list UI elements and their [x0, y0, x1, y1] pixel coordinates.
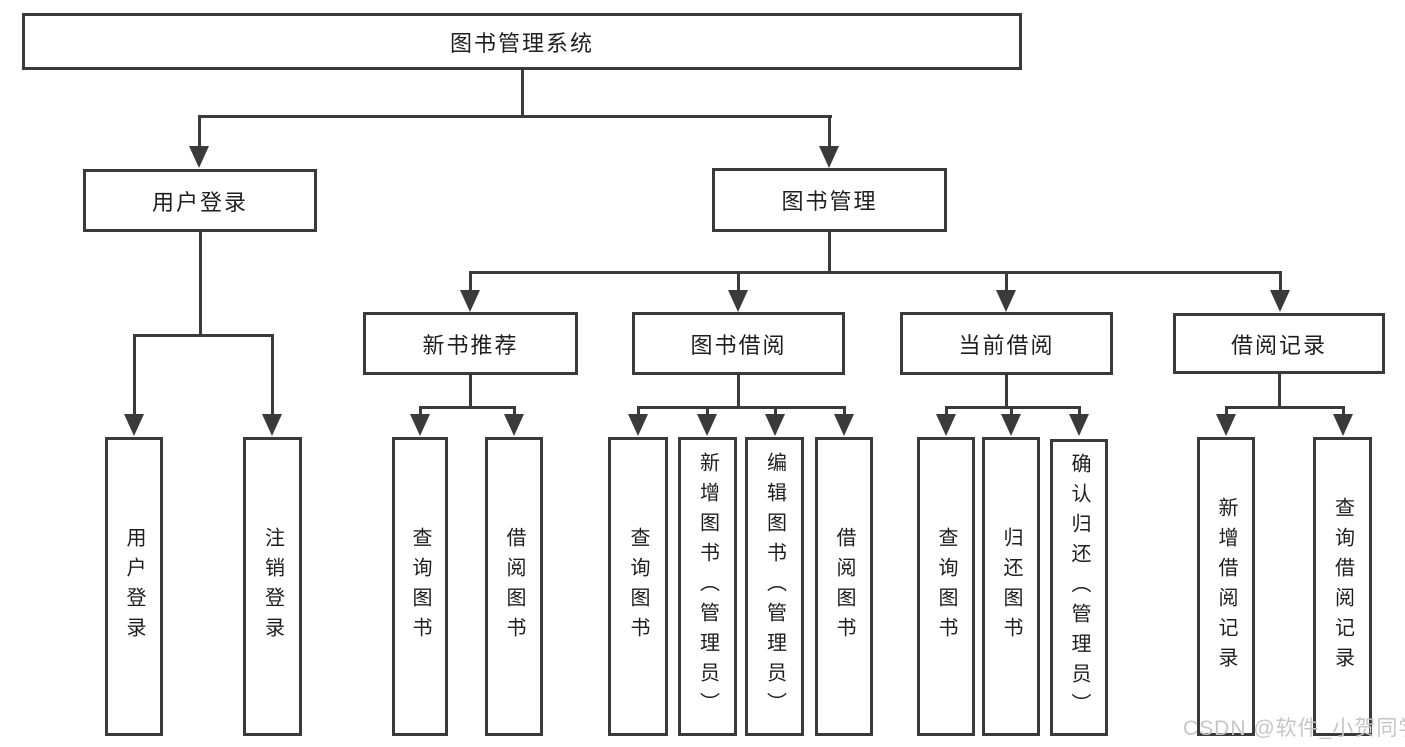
node-book-borrowing-label: 图书借阅 — [690, 332, 787, 358]
arrow-down-icon — [819, 146, 839, 168]
connector-line — [1225, 406, 1228, 418]
node-book-borrowing: 图书借阅 — [632, 312, 845, 375]
connector-line — [199, 232, 202, 337]
node-library-system: 图书管理系统 — [22, 13, 1022, 70]
connector-line — [133, 334, 136, 418]
connector-line — [419, 406, 516, 409]
leaf-query-books-current-label: 查询图书 — [935, 526, 957, 647]
connector-line — [521, 69, 524, 117]
leaf-add-books-admin-label: 新增图书（管理员） — [696, 451, 719, 722]
arrow-down-icon — [262, 414, 282, 436]
node-user-login-label: 用户登录 — [151, 189, 248, 215]
connector-line — [419, 406, 422, 418]
connector-line — [271, 334, 274, 418]
leaf-borrow-books-recommend: 借阅图书 — [485, 437, 543, 736]
connector-line — [1005, 271, 1008, 293]
connector-line — [469, 271, 1281, 274]
arrow-down-icon — [504, 414, 524, 436]
arrow-down-icon — [189, 146, 209, 168]
connector-line — [945, 406, 948, 418]
leaf-confirm-return-admin: 确认归还（管理员） — [1050, 439, 1108, 736]
leaf-return-books-label: 归还图书 — [1000, 526, 1022, 647]
node-library-system-label: 图书管理系统 — [449, 30, 594, 56]
leaf-borrow-books-borrowing-label: 借阅图书 — [833, 526, 855, 647]
connector-line — [1342, 406, 1345, 418]
arrow-down-icon — [1270, 290, 1290, 312]
csdn-watermark: CSDN @软件_小贺同学 — [1183, 717, 1405, 740]
leaf-return-books: 归还图书 — [982, 437, 1040, 736]
node-borrowing-records: 借阅记录 — [1173, 313, 1385, 374]
connector-line — [843, 406, 846, 418]
connector-line — [133, 334, 274, 337]
arrow-down-icon — [1001, 414, 1021, 436]
connector-line — [1225, 406, 1345, 409]
arrow-down-icon — [765, 414, 785, 436]
node-new-book-recommend-label: 新书推荐 — [422, 332, 519, 358]
arrow-down-icon — [834, 414, 854, 436]
leaf-query-books-borrowing-label: 查询图书 — [627, 526, 649, 647]
connector-line — [737, 271, 740, 293]
leaf-user-login: 用户登录 — [105, 437, 163, 736]
leaf-add-borrow-record: 新增借阅记录 — [1197, 437, 1255, 736]
leaf-borrow-books-borrowing: 借阅图书 — [815, 437, 873, 736]
leaf-edit-books-admin: 编辑图书（管理员） — [745, 437, 804, 736]
connector-line — [945, 406, 1081, 409]
leaf-borrow-books-recommend-label: 借阅图书 — [503, 526, 525, 647]
leaf-query-borrow-record-label: 查询借阅记录 — [1331, 496, 1354, 677]
node-borrowing-records-label: 借阅记录 — [1230, 332, 1327, 358]
arrow-down-icon — [124, 414, 144, 436]
connector-line — [198, 115, 201, 147]
connector-line — [469, 375, 472, 409]
leaf-logout: 注销登录 — [243, 437, 302, 736]
node-user-login: 用户登录 — [83, 169, 317, 232]
leaf-query-books-recommend: 查询图书 — [392, 437, 448, 736]
node-current-borrowing-label: 当前借阅 — [958, 332, 1055, 358]
connector-line — [737, 375, 740, 409]
connector-line — [469, 271, 472, 293]
connector-line — [637, 406, 640, 418]
connector-line — [1010, 406, 1013, 418]
connector-line — [774, 406, 777, 418]
leaf-add-books-admin: 新增图书（管理员） — [678, 437, 737, 736]
leaf-query-books-current: 查询图书 — [917, 437, 975, 736]
connector-line — [828, 232, 831, 274]
connector-line — [1005, 375, 1008, 409]
connector-line — [198, 115, 832, 118]
arrow-down-icon — [1333, 414, 1353, 436]
arrow-down-icon — [697, 414, 717, 436]
arrow-down-icon — [410, 414, 430, 436]
connector-line — [706, 406, 709, 418]
arrow-down-icon — [628, 414, 648, 436]
leaf-confirm-return-admin-label: 确认归还（管理员） — [1068, 452, 1090, 723]
leaf-add-borrow-record-label: 新增借阅记录 — [1215, 496, 1237, 677]
leaf-query-books-recommend-label: 查询图书 — [409, 526, 431, 647]
arrow-down-icon — [728, 290, 748, 312]
leaf-logout-label: 注销登录 — [261, 526, 284, 647]
connector-line — [1278, 374, 1281, 409]
connector-line — [828, 115, 831, 147]
node-book-management: 图书管理 — [712, 168, 947, 232]
arrow-down-icon — [1069, 414, 1089, 436]
connector-line — [637, 406, 846, 409]
arrow-down-icon — [996, 290, 1016, 312]
node-book-management-label: 图书管理 — [781, 189, 878, 214]
node-current-borrowing: 当前借阅 — [900, 312, 1113, 375]
connector-line — [1078, 406, 1081, 418]
leaf-query-borrow-record: 查询借阅记录 — [1313, 437, 1372, 736]
arrow-down-icon — [460, 290, 480, 312]
arrow-down-icon — [936, 414, 956, 436]
connector-line — [1279, 271, 1282, 293]
leaf-user-login-label: 用户登录 — [123, 526, 145, 647]
leaf-query-books-borrowing: 查询图书 — [608, 437, 668, 736]
node-new-book-recommend: 新书推荐 — [363, 312, 578, 375]
leaf-edit-books-admin-label: 编辑图书（管理员） — [763, 451, 786, 722]
arrow-down-icon — [1216, 414, 1236, 436]
connector-line — [513, 406, 516, 418]
